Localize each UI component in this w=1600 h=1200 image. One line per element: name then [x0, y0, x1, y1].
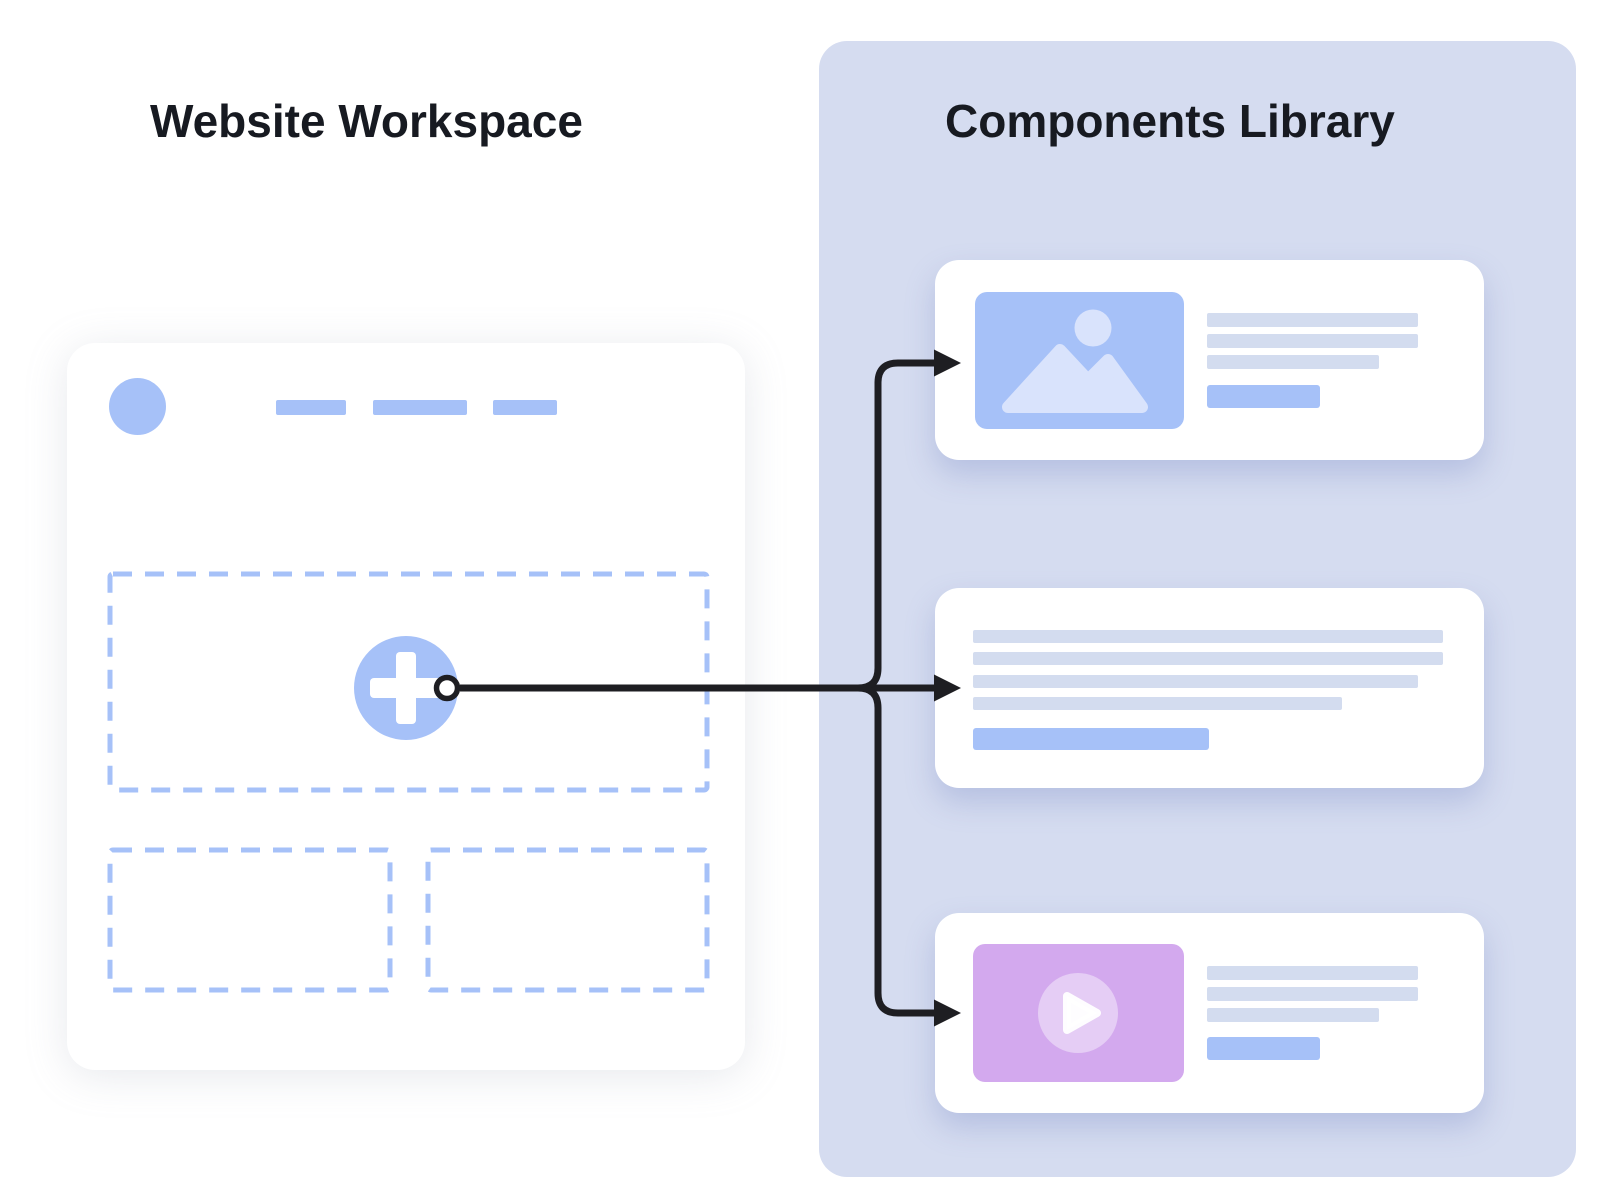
button-placeholder: [973, 728, 1209, 750]
components-library-title: Components Library: [945, 95, 1395, 147]
text-line-placeholder: [973, 652, 1443, 665]
image-icon: [1002, 309, 1148, 413]
nav-bar-placeholder: [373, 400, 467, 415]
video-component-card[interactable]: [935, 913, 1484, 1113]
image-placeholder: [975, 292, 1184, 429]
avatar-placeholder: [109, 378, 166, 435]
image-component-card[interactable]: [935, 260, 1484, 460]
text-line-placeholder: [973, 630, 1443, 643]
add-component-button[interactable]: [354, 636, 458, 740]
text-line-placeholder: [1207, 987, 1418, 1001]
text-line-placeholder: [1207, 355, 1379, 369]
text-line-placeholder: [973, 675, 1418, 688]
text-line-placeholder: [973, 697, 1342, 710]
video-placeholder: [973, 944, 1184, 1082]
nav-bar-placeholder: [276, 400, 346, 415]
text-component-card[interactable]: [935, 588, 1484, 788]
play-icon: [1038, 973, 1118, 1053]
text-line-placeholder: [1207, 313, 1418, 327]
plus-icon: [396, 652, 416, 724]
text-line-placeholder: [1207, 334, 1418, 348]
nav-bar-placeholder: [493, 400, 557, 415]
website-workspace-title: Website Workspace: [150, 95, 583, 147]
text-line-placeholder: [1207, 1008, 1379, 1022]
button-placeholder: [1207, 385, 1320, 408]
text-line-placeholder: [1207, 966, 1418, 980]
button-placeholder: [1207, 1037, 1320, 1060]
